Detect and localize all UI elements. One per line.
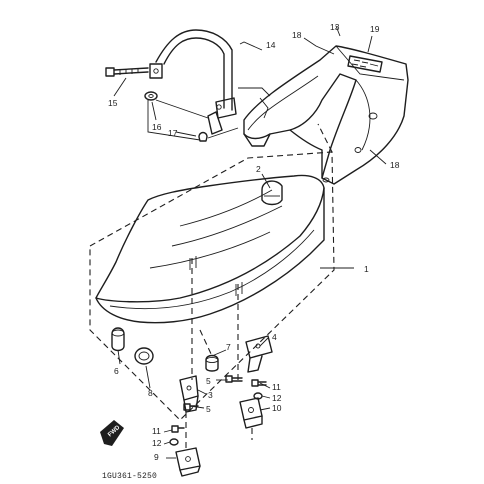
bracket-3: [179, 375, 199, 413]
part-number-4: 4: [272, 332, 277, 342]
damper-8: [134, 347, 154, 365]
grab-bar: [149, 29, 237, 135]
bolt-5-upper: [225, 375, 243, 383]
bracket-4: [245, 335, 273, 373]
bolt-11-left: [169, 425, 185, 446]
part-number-11-right: 11: [272, 382, 281, 392]
part-number-2: 2: [256, 164, 261, 174]
washer-16: [144, 91, 158, 101]
cap-17: [198, 131, 208, 142]
seat-outline-dashed: [89, 151, 335, 421]
part-number-9: 9: [154, 452, 159, 462]
part-number-11-left: 11: [152, 426, 161, 436]
part-number-8: 8: [148, 388, 153, 398]
seat-lock-10: [239, 397, 263, 429]
hinge-9: [175, 447, 201, 477]
seat: [95, 174, 325, 324]
part-number-14: 14: [266, 40, 276, 50]
tail-cowl: [238, 45, 409, 185]
part-number-5-upper: 5: [206, 376, 211, 386]
damper-6: [111, 327, 125, 352]
part-number-10: 10: [272, 403, 282, 413]
drawing-code: 1GU361-5250: [102, 472, 157, 481]
part-number-1: 1: [364, 264, 369, 274]
forward-direction-marker: FWD: [100, 420, 124, 446]
part-number-12-left: 12: [152, 438, 162, 448]
part-number-18-top: 18: [292, 30, 302, 40]
part-number-15: 15: [108, 98, 118, 108]
part-number-18-bottom: 18: [390, 160, 400, 170]
part-number-5-lower: 5: [206, 404, 211, 414]
bolt-15: [105, 67, 149, 77]
part-number-13: 13: [330, 22, 340, 32]
part-number-16: 16: [152, 122, 162, 132]
damper-7: [205, 354, 219, 372]
part-number-12-right: 12: [272, 393, 282, 403]
part-number-19: 19: [370, 24, 380, 34]
part-number-6: 6: [114, 366, 119, 376]
part-number-3: 3: [208, 390, 213, 400]
part-number-7: 7: [226, 342, 231, 352]
part-number-17: 17: [168, 128, 178, 138]
